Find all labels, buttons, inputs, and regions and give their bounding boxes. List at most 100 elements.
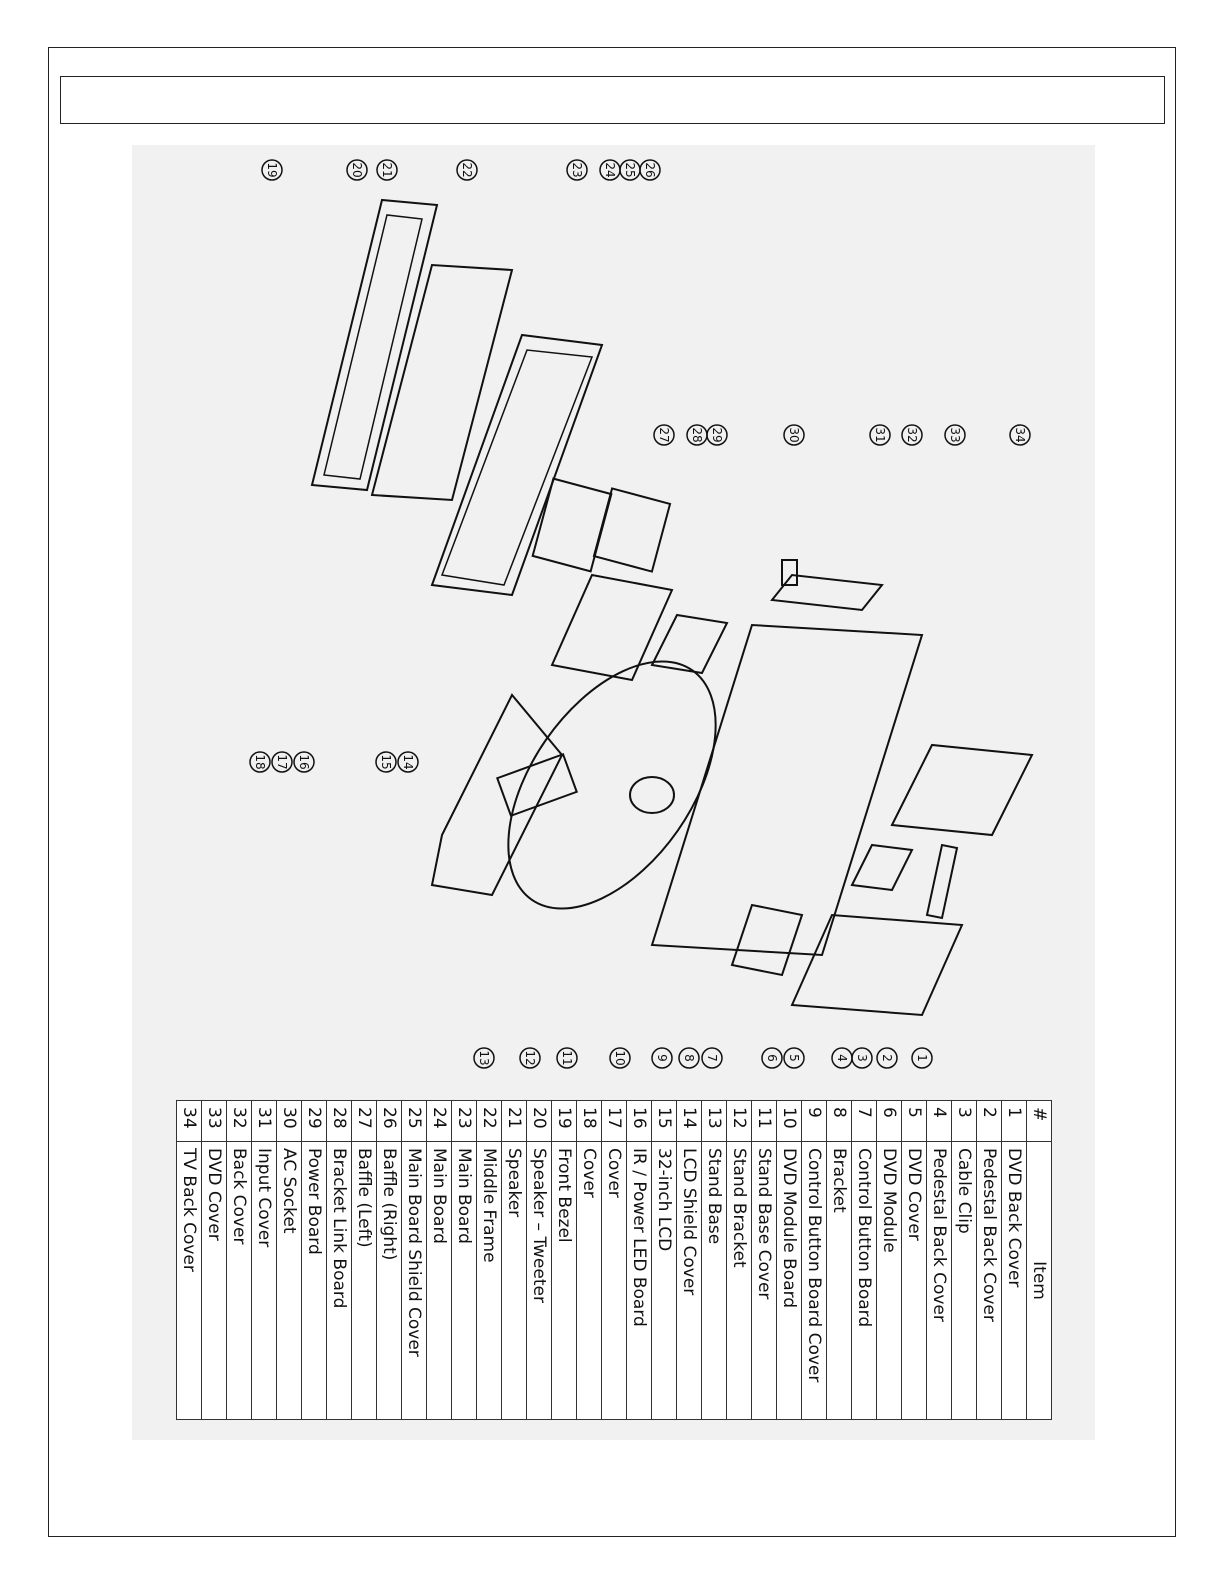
callout-10 (609, 1047, 631, 1069)
callout-label-27: 27 (657, 427, 671, 442)
row-item: Cable Clip (951, 1141, 977, 1420)
callout-11 (556, 1047, 578, 1069)
input-cover-part (770, 573, 884, 612)
row-number: 23 (451, 1100, 477, 1142)
stand-bracket-part (495, 752, 579, 818)
lcd-panel-part (430, 333, 604, 597)
callout-label-31: 31 (873, 427, 887, 442)
row-number: 20 (526, 1100, 552, 1142)
callout-5 (783, 1047, 805, 1069)
row-number: 14 (676, 1100, 702, 1142)
row-item: Speaker – Tweeter (526, 1141, 552, 1420)
callout-label-7: 7 (705, 1054, 719, 1062)
page-frame (48, 47, 1176, 1537)
row-number: 9 (801, 1100, 827, 1142)
row-item: DVD Cover (901, 1141, 927, 1420)
back-cover-part (650, 623, 924, 957)
callout-18 (249, 751, 271, 773)
row-number: 11 (751, 1100, 777, 1142)
row-item: Stand Base Cover (751, 1141, 777, 1420)
row-item: 32-inch LCD (651, 1141, 677, 1420)
callout-23 (566, 159, 588, 181)
row-item: Bracket (826, 1141, 852, 1420)
callout-29 (706, 424, 728, 446)
callout-34 (1009, 424, 1031, 446)
front-bezel-part (310, 198, 439, 492)
row-item: Stand Bracket (726, 1141, 752, 1420)
callout-16 (293, 751, 315, 773)
callout-label-25: 25 (623, 162, 637, 177)
row-number: 34 (176, 1100, 202, 1142)
row-item: Control Button Board (851, 1141, 877, 1420)
callout-26 (639, 159, 661, 181)
row-number: 15 (651, 1100, 677, 1142)
header-item: Item (1026, 1141, 1052, 1420)
tv-back-cover-part (890, 743, 1034, 837)
ac-socket-part (781, 559, 798, 586)
row-item: Speaker (501, 1141, 527, 1420)
callout-label-22: 22 (460, 162, 474, 177)
row-number: 25 (401, 1100, 427, 1142)
callout-12 (519, 1047, 541, 1069)
callout-label-10: 10 (613, 1050, 627, 1065)
row-item: DVD Back Cover (1001, 1141, 1027, 1420)
row-item: Pedestal Back Cover (926, 1141, 952, 1420)
callout-27 (653, 424, 675, 446)
parts-table-header: # Item (1026, 1100, 1052, 1420)
row-item: DVD Cover (201, 1141, 227, 1420)
row-number: 3 (951, 1100, 977, 1142)
row-item: Control Button Board Cover (801, 1141, 827, 1420)
stand-base-cover-part (507, 660, 717, 910)
callout-label-21: 21 (380, 162, 394, 177)
row-number: 26 (376, 1100, 402, 1142)
row-number: 17 (601, 1100, 627, 1142)
callout-label-33: 33 (948, 427, 962, 442)
callout-label-13: 13 (477, 1050, 491, 1065)
callout-label-2: 2 (880, 1054, 894, 1062)
row-item: Main Board (426, 1141, 452, 1420)
callout-label-17: 17 (275, 754, 289, 769)
row-item: AC Socket (276, 1141, 302, 1420)
callout-17 (271, 751, 293, 773)
callout-label-8: 8 (682, 1054, 696, 1062)
row-item: DVD Module Board (776, 1141, 802, 1420)
row-number: 22 (476, 1100, 502, 1142)
row-item: Baffle (Right) (376, 1141, 402, 1420)
row-item: TV Back Cover (176, 1141, 202, 1420)
row-number: 16 (626, 1100, 652, 1142)
callout-32 (901, 424, 923, 446)
callout-label-9: 9 (655, 1054, 669, 1062)
callout-label-18: 18 (253, 754, 267, 769)
callout-label-26: 26 (643, 162, 657, 177)
callout-7 (701, 1047, 723, 1069)
callout-9 (651, 1047, 673, 1069)
callout-label-14: 14 (401, 754, 415, 769)
callout-label-34: 34 (1013, 427, 1027, 442)
callout-label-1: 1 (915, 1054, 929, 1062)
row-number: 4 (926, 1100, 952, 1142)
row-number: 2 (976, 1100, 1002, 1142)
callout-20 (346, 159, 368, 181)
callout-22 (456, 159, 478, 181)
row-item: Input Cover (251, 1141, 277, 1420)
